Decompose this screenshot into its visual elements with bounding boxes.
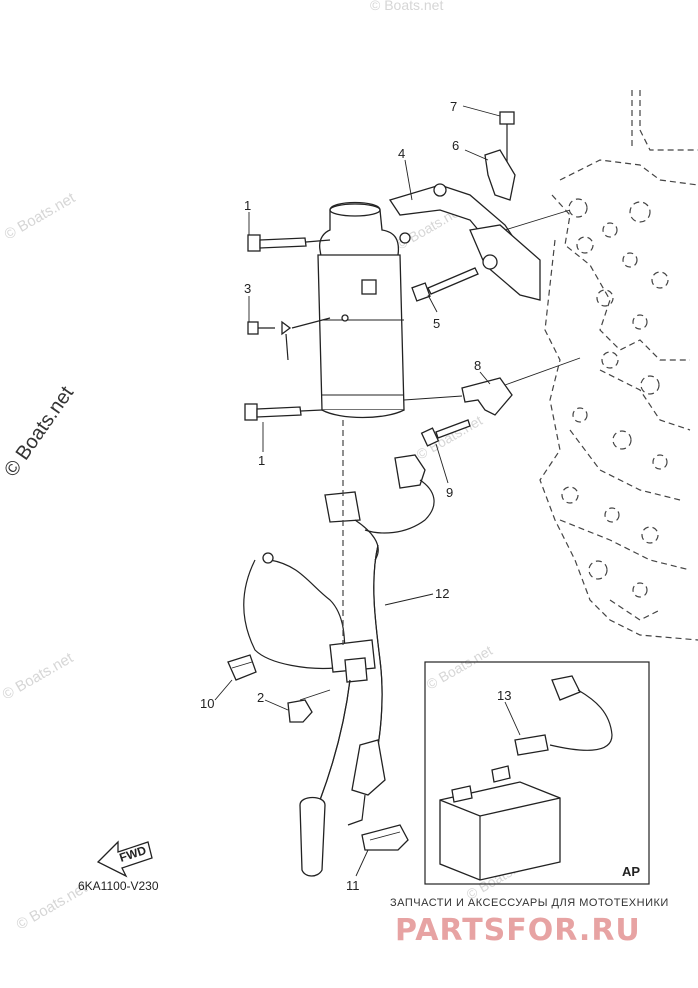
watermark: © Boats.net — [0, 649, 77, 703]
callout-10: 10 — [200, 696, 214, 711]
clip-11 — [361, 824, 409, 851]
main-watermark: © Boats.net — [0, 382, 78, 481]
starter-motor — [317, 201, 411, 419]
callout-11: 11 — [346, 878, 360, 893]
clamp-8 — [403, 357, 581, 416]
bolt-5 — [411, 267, 479, 302]
watermark: © Boats.net — [2, 189, 79, 243]
callout-7: 7 — [450, 99, 457, 114]
bolt-upper — [247, 234, 331, 252]
watermark: © Boats.net — [370, 0, 443, 13]
battery-lead-13 — [514, 675, 613, 756]
engine-block — [539, 90, 698, 641]
callout-8: 8 — [474, 358, 481, 373]
bracket-6 — [484, 149, 516, 201]
callout-1-lower: 1 — [258, 453, 265, 468]
ap-label: AP — [622, 864, 640, 879]
grommet-10 — [227, 654, 257, 681]
wiring-harness — [243, 454, 435, 877]
callout-6: 6 — [452, 138, 459, 153]
diagram-code: 6KA1100-V230 — [78, 879, 159, 893]
ap-inset: AP — [424, 661, 650, 885]
callout-13: 13 — [497, 688, 511, 703]
ap-inset-frame — [424, 661, 650, 885]
watermark: © Boats.net — [424, 642, 496, 693]
fwd-arrow-icon: FWD — [96, 840, 153, 878]
bolt-small-3 — [247, 317, 331, 361]
battery-icon — [439, 765, 561, 881]
callout-1-upper: 1 — [244, 198, 251, 213]
callout-5: 5 — [433, 316, 440, 331]
callout-2: 2 — [257, 690, 264, 705]
callout-4: 4 — [398, 146, 405, 161]
bolt-lower — [244, 403, 323, 421]
callout-group: 1 1 2 3 4 5 6 7 8 9 10 11 12 13 — [200, 99, 511, 893]
footer-logo: PARTSFOR.RU — [395, 913, 641, 948]
nut-2 — [287, 689, 331, 723]
bolt-9 — [420, 419, 471, 447]
callout-12: 12 — [435, 586, 449, 601]
mount-block — [469, 209, 571, 301]
callout-3: 3 — [244, 281, 251, 296]
footer-tagline: ЗАПЧАСТИ И АКСЕССУАРЫ ДЛЯ МОТОТЕХНИКИ — [390, 897, 669, 909]
callout-9: 9 — [446, 485, 453, 500]
leader-lines — [214, 105, 521, 877]
